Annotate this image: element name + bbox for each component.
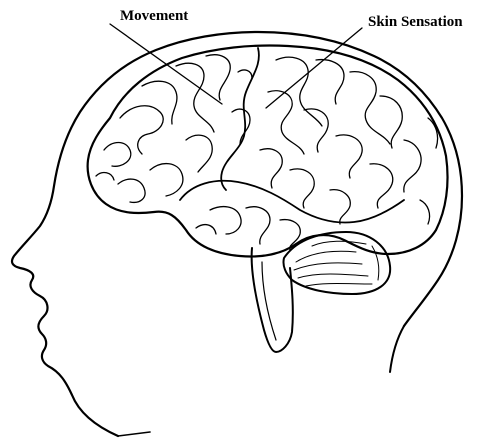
temporal-lobe <box>180 181 404 223</box>
skin-sensation-pointer <box>266 28 362 108</box>
cerebrum-outline <box>88 46 448 257</box>
chin-tick <box>118 432 150 436</box>
central-sulcus <box>221 48 259 190</box>
cerebellum-folds <box>294 241 379 286</box>
gyri <box>96 55 438 250</box>
label-movement: Movement <box>120 9 188 24</box>
head-outline <box>12 32 462 436</box>
brain-stem <box>252 248 293 352</box>
label-skin-sensation: Skin Sensation <box>368 15 463 30</box>
neck-line <box>390 326 404 372</box>
